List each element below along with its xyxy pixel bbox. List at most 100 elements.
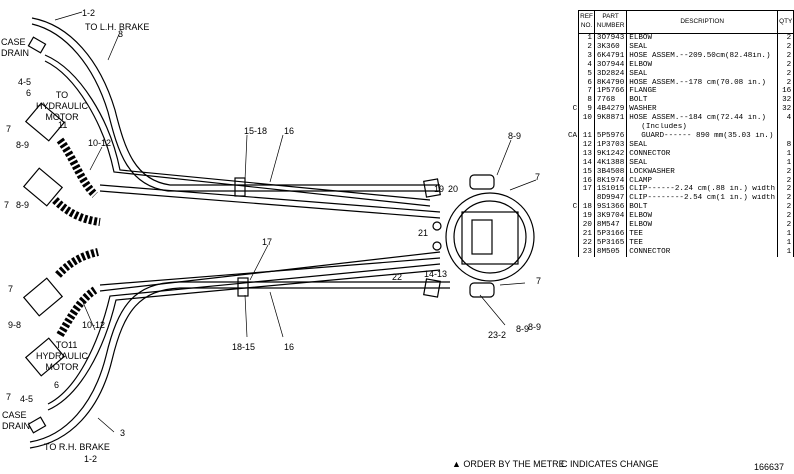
part-number: 3K360 <box>593 42 628 52</box>
part-number: 8D9947 <box>593 194 628 204</box>
lh-brake-hose <box>31 17 440 186</box>
callout: 10-12 <box>82 320 106 330</box>
hose-diagram <box>22 11 537 449</box>
description: CONNECTOR <box>626 149 779 159</box>
ref-no: 5 <box>578 69 595 79</box>
ref-no: 1 <box>578 33 595 43</box>
quantity: 1 <box>777 158 794 168</box>
callout: 11 <box>58 120 68 130</box>
description: ELBOW <box>626 221 779 230</box>
change-flag <box>566 78 580 88</box>
ref-no: 23 <box>578 247 595 257</box>
part-number: 3D2824 <box>593 69 628 79</box>
quantity: 16 <box>777 87 794 97</box>
callout: 7 <box>535 172 541 182</box>
description-header: DESCRIPTION <box>626 10 779 34</box>
change-flag <box>566 176 580 186</box>
quantity: 32 <box>777 105 794 115</box>
ref-no: 7 <box>578 87 595 97</box>
lower-motor-hose <box>47 269 441 411</box>
quantity: 32 <box>777 96 794 106</box>
ref-no: 17 <box>578 185 595 195</box>
quantity: 2 <box>777 78 794 88</box>
change-flag <box>566 69 580 79</box>
description: ELBOW <box>626 60 779 70</box>
change-flag <box>566 114 580 124</box>
ref-no: 20 <box>578 221 595 230</box>
callout: 8-9 <box>516 324 530 334</box>
change-flag <box>566 87 580 97</box>
ref-no: 14 <box>578 158 595 168</box>
ref-no: 4 <box>578 60 595 70</box>
callout: 4-5 <box>20 394 34 404</box>
description: ELBOW <box>626 212 779 222</box>
quantity: 2 <box>777 60 794 70</box>
ref-no: 8 <box>578 96 595 106</box>
description: LOCKWASHER <box>626 167 779 177</box>
part-number: 8M505 <box>593 247 628 257</box>
callout: 4-5 <box>18 77 32 87</box>
ref-no <box>578 123 595 132</box>
description: CLAMP <box>626 176 779 186</box>
part-number: 7768 <box>593 96 628 106</box>
hydraulic-motor-bottom-label: TO HYDRAULIC MOTOR <box>36 340 89 372</box>
quantity: 2 <box>777 33 794 43</box>
change-flag <box>566 123 580 132</box>
quantity: 2 <box>777 203 794 213</box>
callout: 15-18 <box>244 126 268 136</box>
description: BOLT <box>626 96 779 106</box>
hydraulic-motor-top-label: TO HYDRAULIC MOTOR <box>36 90 89 122</box>
part-number: 5P3166 <box>593 229 628 239</box>
part-number: 3K9704 <box>593 212 628 222</box>
callout: 23-2 <box>488 330 507 340</box>
callout: 1-2 <box>84 454 98 464</box>
quantity: 1 <box>777 238 794 248</box>
part-number: 4K1388 <box>593 158 628 168</box>
ref-no: 12 <box>578 140 595 150</box>
quantity: 4 <box>777 114 794 124</box>
quantity: 2 <box>777 221 794 230</box>
description: WASHER <box>626 105 779 115</box>
callout: 11 <box>68 340 78 350</box>
description: HOSE ASSEM.--178 cm(70.08 in.) <box>626 78 779 88</box>
callout: 6 <box>54 380 60 390</box>
ref-no: 22 <box>578 238 595 248</box>
table-row: (Includes) <box>566 123 794 132</box>
ref-no: 13 <box>578 149 595 159</box>
change-flag <box>566 42 580 52</box>
description: SEAL <box>626 69 779 79</box>
description: SEAL <box>626 42 779 52</box>
quantity: 1 <box>777 247 794 257</box>
callout: 8-9 <box>16 200 30 210</box>
part-number: 5P5976 <box>593 131 628 141</box>
change-flag <box>566 238 580 248</box>
part-number: 3O7943 <box>593 33 628 43</box>
callout: 7 <box>536 276 542 286</box>
description: CLIP------2.24 cm(.88 in.) width <box>626 185 779 195</box>
description: TEE <box>626 238 779 248</box>
upper-motor-fitting <box>24 102 66 142</box>
part-number: 1P3703 <box>593 140 628 150</box>
part-number: 6K4791 <box>593 51 628 61</box>
callout: 1-2 <box>82 8 96 18</box>
description: TEE <box>626 229 779 239</box>
to-lh-brake-label: TO L.H. BRAKE <box>85 22 150 32</box>
lower-motor-fitting <box>22 277 64 317</box>
part-number: 9S1366 <box>593 203 628 213</box>
part-number: 9K1242 <box>593 149 628 159</box>
